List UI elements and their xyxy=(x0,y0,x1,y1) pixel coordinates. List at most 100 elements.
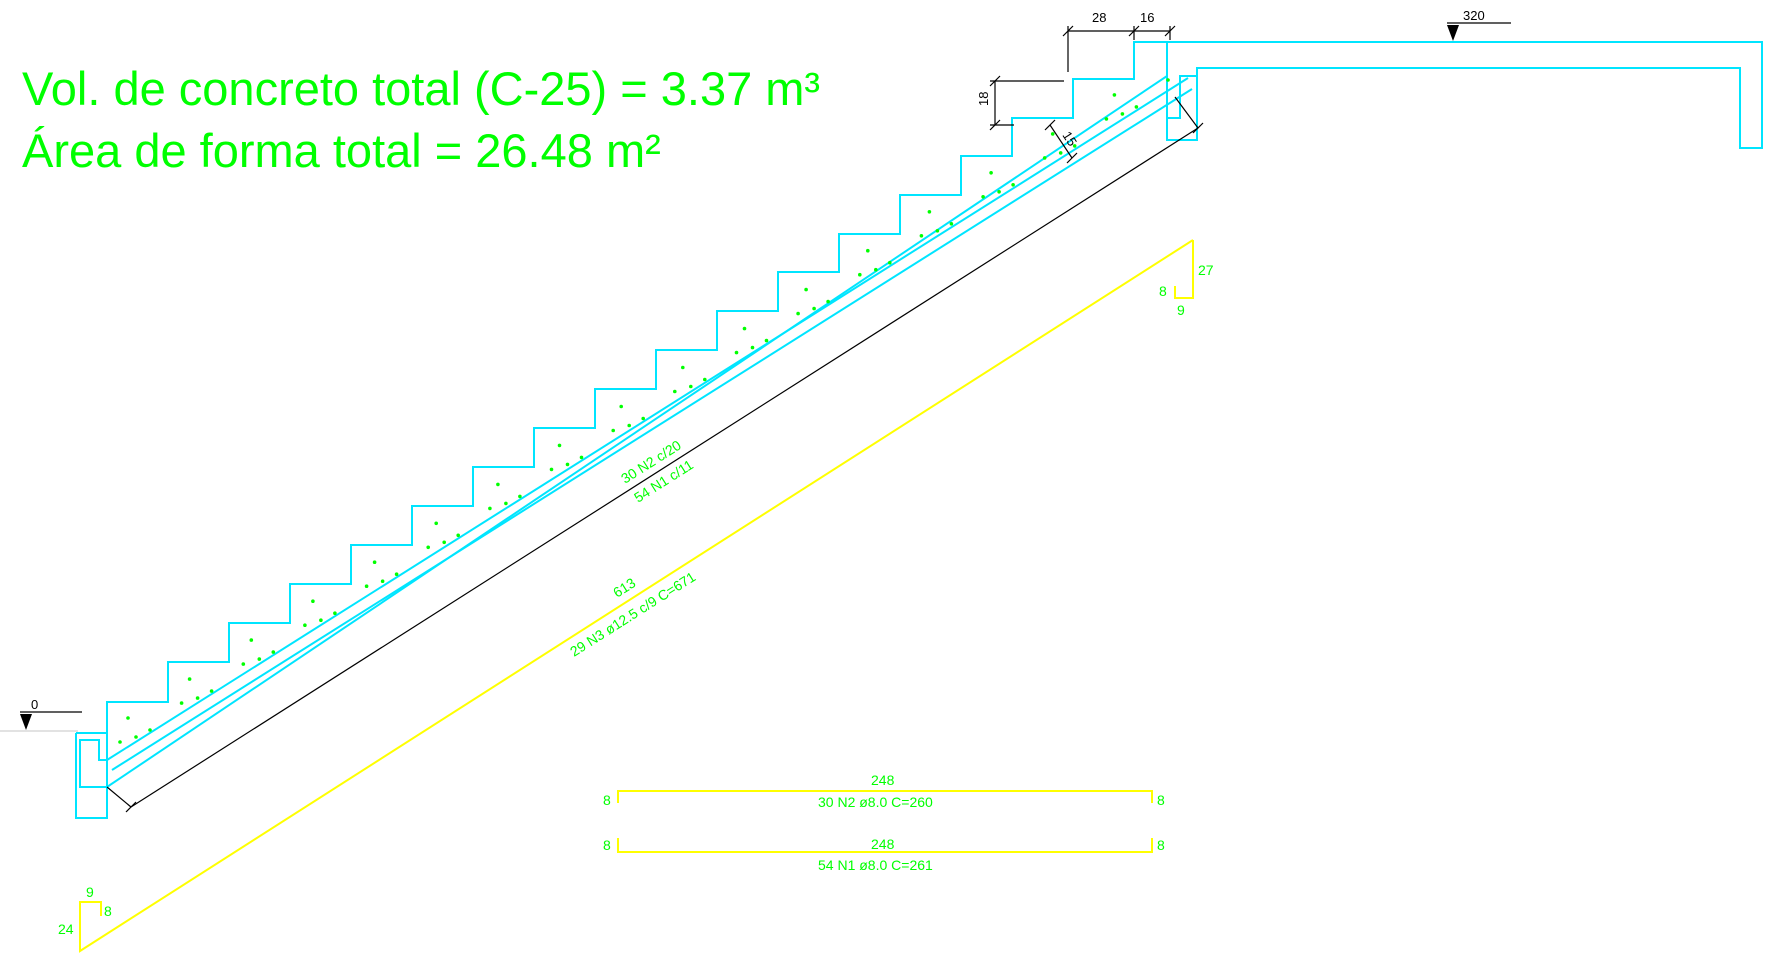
n3-labels: 613 29 N3 ø12.5 c/9 C=671 27 8 9 9 8 24 xyxy=(58,262,1214,937)
slab-thickness-dimension-label: 15 xyxy=(1059,128,1079,148)
rebar-dot xyxy=(549,467,554,472)
rebar-dot xyxy=(134,735,138,739)
rebar-dot xyxy=(1011,183,1015,187)
rebar-dot xyxy=(187,677,192,681)
rebar-dot xyxy=(989,171,993,175)
rebar-dot xyxy=(1166,78,1170,82)
rebar-dot xyxy=(303,623,307,627)
rebar-dot xyxy=(179,701,184,705)
rebar-dot xyxy=(380,579,385,583)
stair-concrete xyxy=(75,41,1763,819)
rebar-dot xyxy=(241,662,246,666)
rebar-dot xyxy=(195,696,200,700)
rebar-dot xyxy=(1072,144,1077,148)
rebar-dot xyxy=(271,650,276,654)
rebar-dot xyxy=(372,560,377,564)
level-bottom-label: 0 xyxy=(31,697,38,712)
tread-dimension-label: 28 xyxy=(1092,10,1106,25)
rebar-dot xyxy=(579,455,584,460)
rebar-n1-detail: 248 8 8 54 N1 ø8.0 C=261 xyxy=(603,836,1165,873)
slab-length-dimension-line xyxy=(130,127,1199,808)
quantity-summary: Vol. de concreto total (C-25) = 3.37 m³ … xyxy=(22,58,820,182)
rebar-distribution-dots xyxy=(118,78,1170,744)
rebar-dot xyxy=(364,584,369,588)
bottom-beam xyxy=(75,732,108,819)
rebar-dot xyxy=(249,638,254,642)
rebar-dot xyxy=(1134,105,1139,109)
formwork-area-text: Área de forma total = 26.48 m² xyxy=(22,124,661,177)
slab-underside-inner xyxy=(111,88,1193,771)
rebar-dot xyxy=(874,267,878,272)
rebar-dot xyxy=(1112,93,1117,97)
rebar-dot xyxy=(812,306,816,311)
n3-hook-bottom-horizontal-label: 9 xyxy=(86,884,94,900)
n1-length-label: 248 xyxy=(871,836,895,852)
n1-spec-label: 54 N1 ø8.0 C=261 xyxy=(818,857,933,873)
rebar-dot xyxy=(997,190,1001,194)
rebar-dot xyxy=(750,345,755,350)
n3-hook-top-vertical-label: 27 xyxy=(1198,262,1214,278)
rebar-dot xyxy=(764,338,769,343)
rebar-dot xyxy=(1104,117,1109,121)
rebar-dot xyxy=(681,365,685,370)
rebar-dot xyxy=(557,443,562,448)
n3-hook-bottom-small-label: 8 xyxy=(104,903,112,919)
rebar-dot xyxy=(734,350,739,355)
rebar-n3-bent xyxy=(79,239,1194,953)
top-dimensions xyxy=(989,25,1176,164)
n1-hook-right-label: 8 xyxy=(1157,837,1165,853)
n3-hook-top-small-label: 8 xyxy=(1159,283,1167,299)
rebar-dot xyxy=(689,384,693,389)
n2-spec-label: 30 N2 ø8.0 C=260 xyxy=(818,794,933,810)
slab-dimension xyxy=(106,96,1204,813)
rebar-dot xyxy=(888,260,892,265)
rebar-dot xyxy=(504,501,508,506)
rebar-dot xyxy=(333,611,337,615)
rebar-dot xyxy=(118,740,122,744)
rebar-dot xyxy=(319,618,323,622)
rebar-dot xyxy=(311,599,315,603)
rebar-dot xyxy=(826,299,830,304)
rebar-dot xyxy=(919,234,924,238)
rebar-dot xyxy=(148,728,152,732)
riser-dimension-label: 18 xyxy=(976,92,991,106)
rebar-dot xyxy=(209,689,214,693)
landing-offset-dimension-label: 16 xyxy=(1140,10,1154,25)
rebar-dot xyxy=(804,287,808,292)
rebar-dot xyxy=(935,229,940,233)
slab-rebar-labels: 30 N2 c/20 54 N1 c/11 xyxy=(618,437,696,506)
rebar-dot xyxy=(641,416,645,421)
n1-hook-left-label: 8 xyxy=(603,837,611,853)
rebar-n2-detail: 248 8 8 30 N2 ø8.0 C=260 xyxy=(603,772,1165,810)
rebar-dot xyxy=(611,428,615,433)
n3-hook-top-horizontal-label: 9 xyxy=(1177,302,1185,318)
rebar-dot xyxy=(1120,112,1125,116)
rebar-dot xyxy=(257,657,262,661)
level-top-label: 320 xyxy=(1463,8,1485,23)
rebar-dot xyxy=(981,195,985,199)
rebar-dot xyxy=(866,248,870,253)
rebar-dot xyxy=(496,482,500,487)
rebar-dot xyxy=(627,423,631,428)
n2-hook-left-label: 8 xyxy=(603,792,611,808)
rebar-dot xyxy=(434,521,439,526)
level-marker-bottom: 0 xyxy=(20,697,82,730)
level-marker-top: 320 xyxy=(1447,8,1511,41)
rebar-dot xyxy=(796,311,800,316)
n3-main-bar xyxy=(79,239,1194,953)
rebar-dot xyxy=(927,210,932,214)
rebar-dot xyxy=(619,404,623,409)
rebar-dot xyxy=(858,272,862,277)
n2-length-label: 248 xyxy=(871,772,895,788)
rebar-dot xyxy=(394,572,399,576)
rebar-dot xyxy=(673,389,677,394)
rebar-dot xyxy=(1050,132,1055,136)
stair-profile xyxy=(106,41,1763,789)
slab-underside-line xyxy=(106,77,1189,761)
concrete-volume-text: Vol. de concreto total (C-25) = 3.37 m³ xyxy=(22,62,821,115)
rebar-dot xyxy=(949,222,954,226)
rebar-dot xyxy=(703,377,707,382)
rebar-dot xyxy=(742,326,747,331)
top-landing-beam xyxy=(1166,42,1198,140)
